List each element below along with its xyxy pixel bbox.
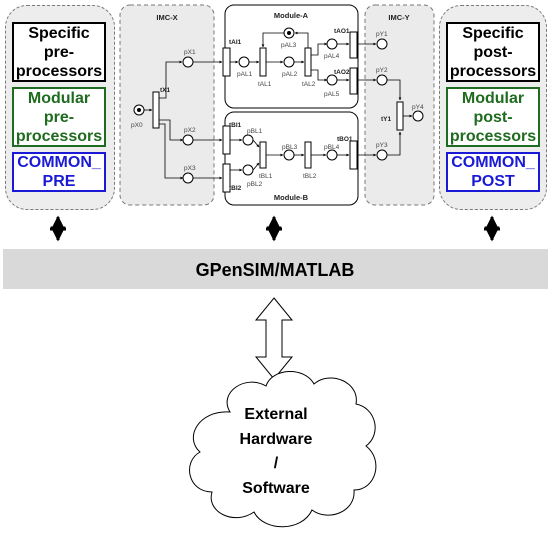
place-pal5-label: pAL5 [324,91,340,98]
place-pal4-label: pAL4 [324,53,340,60]
place-pbl2 [242,164,254,176]
place-px1-label: pX1 [184,49,196,56]
transition-tbo1-label: tBO1 [337,136,353,143]
imc-x-box [119,4,215,206]
transition-tbl1 [259,141,267,169]
place-pal1-label: pAL1 [237,71,253,78]
modular-pre-processors-box: Modular pre- processors [12,87,106,147]
place-pbl1 [242,134,254,146]
place-px2 [182,134,194,146]
specific-pre-line-3: processors [15,62,103,80]
transition-tbi1-label: tBI1 [229,122,242,129]
modular-post-line-2: post- [473,108,513,126]
transition-tal2-label: tAL2 [302,81,316,88]
cloud-line-1: External [244,406,307,423]
place-px3 [182,172,194,184]
center-bidirectional-arrow [266,215,282,242]
place-py4 [412,110,424,122]
place-px0-label: pX0 [131,122,143,129]
place-pal5 [326,74,338,86]
module-b-label: Module-B [274,193,309,202]
modular-post-line-3: processors [449,127,537,145]
token-px0 [137,108,141,112]
place-py1-label: pY1 [376,31,388,38]
place-px3-label: pX3 [184,165,196,172]
transition-tbi1 [222,125,231,155]
cloud-line-3: / [274,455,279,472]
specific-pre-line-1: Specific [28,24,90,42]
common-post-box: COMMON_ POST [446,152,540,192]
cloud-line-2: Hardware [240,431,313,448]
gpensim-band [3,249,548,289]
place-pbl4 [326,149,338,161]
transition-tbl1-label: tBL1 [259,173,273,180]
transition-tbl2-label: tBL2 [303,173,317,180]
transition-tai1 [222,47,231,77]
left-bidirectional-arrow [50,215,66,242]
gpensim-label: GPenSIM/MATLAB [196,260,355,280]
modular-pre-line-3: processors [15,127,103,145]
cloud-line-4: Software [242,480,310,497]
transition-tbi2 [222,163,231,193]
place-pbl3-label: pBL3 [282,144,298,151]
modular-post-line-1: Modular [461,89,525,107]
specific-post-line-1: Specific [462,24,524,42]
place-pbl1-label: pBL1 [247,128,263,135]
transition-tx1 [152,91,160,129]
specific-post-line-3: processors [449,62,537,80]
place-pbl3 [283,149,295,161]
modular-pre-line-2: pre- [43,108,75,126]
common-post-line-1: COMMON_ [451,154,535,171]
place-pal4 [326,38,338,50]
right-bidirectional-arrow [484,215,500,242]
specific-pre-line-2: pre- [43,43,75,61]
transition-tai1-label: tAI1 [229,39,242,46]
common-pre-line-2: PRE [42,173,76,190]
place-pal2-label: pAL2 [282,71,298,78]
common-post-line-2: POST [471,173,515,190]
place-pal3-label: pAL3 [281,42,297,49]
transition-tao1-label: tAO1 [334,28,350,35]
place-py1 [376,38,388,50]
common-pre-box: COMMON_ PRE [12,152,106,192]
common-pre-line-1: COMMON_ [17,154,101,171]
transition-tal1-label: tAL1 [258,81,272,88]
place-pbl2-label: pBL2 [247,181,263,188]
place-py4-label: pY4 [412,104,424,111]
place-px1 [182,56,194,68]
specific-post-line-2: post- [473,43,513,61]
imc-x-label: IMC-X [156,13,177,22]
transition-tx1-label: tX1 [160,87,171,94]
external-cloud-shape [189,371,377,528]
transition-tbi2-label: tBI2 [229,185,242,192]
place-pal2 [283,56,295,68]
module-a-label: Module-A [274,11,309,20]
place-pbl4-label: pBL4 [324,144,340,151]
specific-pre-processors-box: Specific pre- processors [12,22,106,82]
imc-y-label: IMC-Y [388,13,409,22]
transition-tbl2 [304,141,312,169]
transition-tbo1 [349,140,358,170]
place-px2-label: pX2 [184,127,196,134]
place-py2 [376,74,388,86]
modular-post-processors-box: Modular post- processors [446,87,540,147]
place-py3-label: pY3 [376,142,388,149]
transition-tao2-label: tAO2 [334,69,350,76]
place-pal1 [238,56,250,68]
token-pal3 [287,31,291,35]
transition-tal2 [304,47,312,77]
place-py2-label: pY2 [376,67,388,74]
hollow-double-arrow [254,297,294,380]
modular-pre-line-1: Modular [27,89,91,107]
transition-ty1-label: tY1 [381,116,392,123]
specific-post-processors-box: Specific post- processors [446,22,540,82]
transition-tal1 [259,47,267,77]
place-py3 [376,149,388,161]
transition-ty1 [396,101,404,131]
transition-tao1 [349,31,358,59]
transition-tao2 [349,67,358,95]
